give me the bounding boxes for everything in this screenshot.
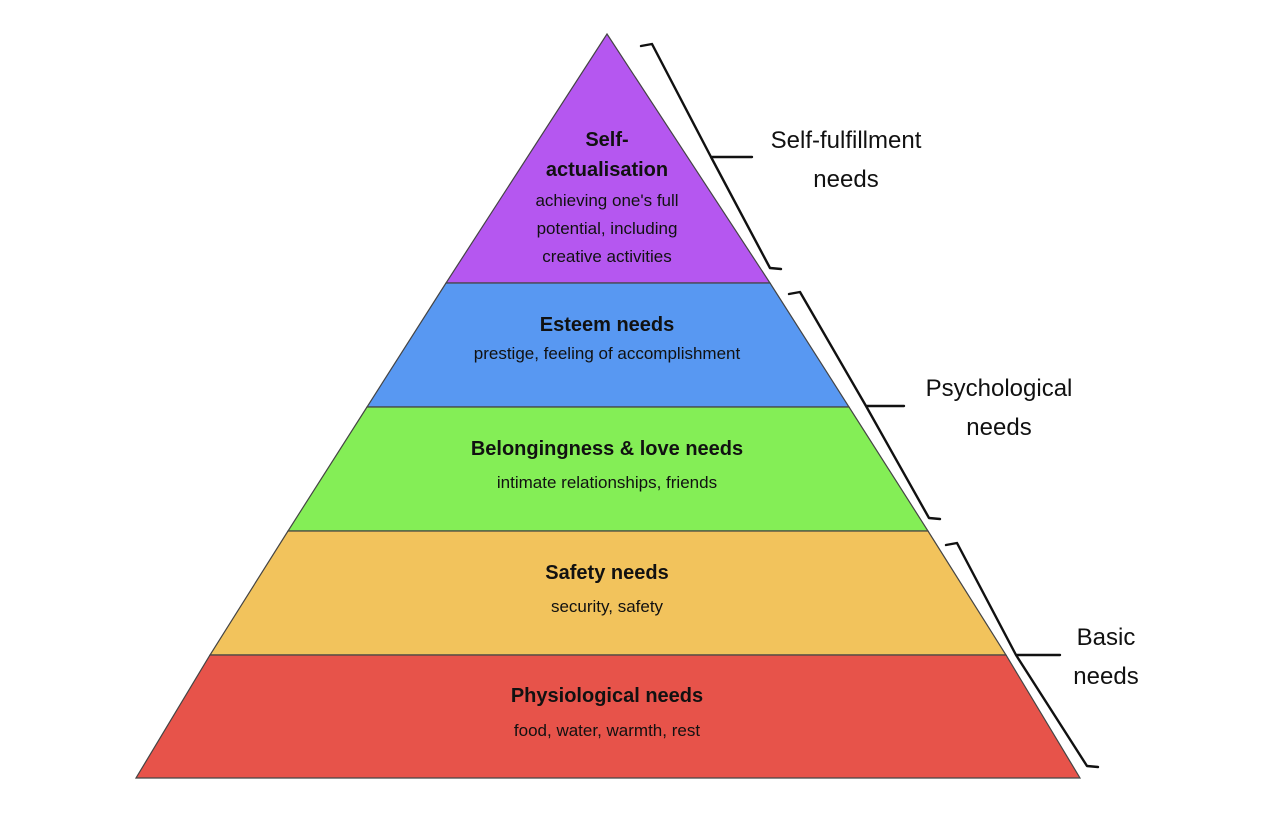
physiological-desc: food, water, warmth, rest: [514, 721, 700, 740]
self-fulfillment-label-line-2: needs: [813, 166, 878, 193]
pyramid-tiers: [134, 32, 1082, 779]
esteem-title: Esteem needs: [540, 314, 675, 336]
self-actualisation-desc-line-1: achieving one's full: [535, 191, 678, 210]
self-fulfillment-label-line-1: Self-fulfillment: [771, 127, 922, 154]
psychological-bracket: [787, 290, 942, 521]
basic-label-line-1: Basic: [1077, 624, 1136, 651]
self-actualisation-title-line-1: Self-: [585, 129, 628, 151]
safety-desc: security, safety: [551, 597, 664, 616]
safety-title: Safety needs: [545, 562, 668, 584]
tier-safety: [208, 530, 1008, 656]
self-fulfillment-bracket: [639, 42, 783, 271]
group-brackets: [639, 42, 1100, 769]
physiological-title: Physiological needs: [511, 685, 703, 707]
self-actualisation-title-line-2: actualisation: [546, 159, 668, 181]
belongingness-desc: intimate relationships, friends: [497, 473, 717, 492]
tier-physiological: [134, 654, 1082, 779]
psychological-label-line-2: needs: [966, 414, 1031, 441]
tier-labels: Self- actualisation achieving one's full…: [471, 129, 743, 740]
self-actualisation-desc-line-2: potential, including: [537, 219, 678, 238]
basic-bracket: [944, 541, 1100, 769]
psychological-label-line-1: Psychological: [926, 375, 1073, 402]
group-labels: Self-fulfillment needs Psychological nee…: [771, 127, 1139, 690]
belongingness-title: Belongingness & love needs: [471, 438, 743, 460]
tier-belongingness: [286, 406, 930, 532]
basic-label-line-2: needs: [1073, 663, 1138, 690]
esteem-desc: prestige, feeling of accomplishment: [474, 344, 741, 363]
self-actualisation-desc-line-3: creative activities: [542, 247, 671, 266]
